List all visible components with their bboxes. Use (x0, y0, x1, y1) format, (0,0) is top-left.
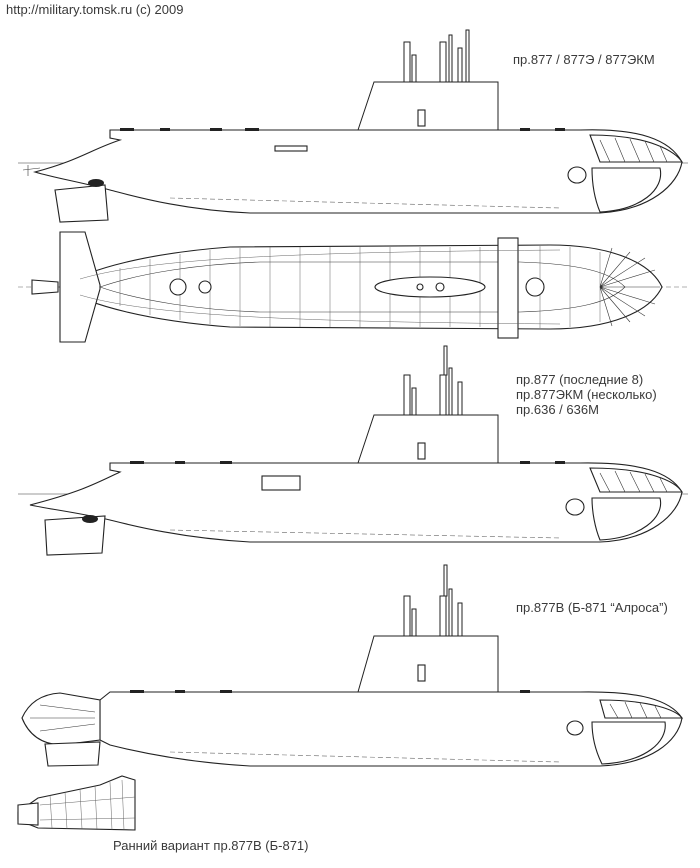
caption-line: пр.877ЭКМ (несколько) (516, 387, 657, 402)
caption-line: пр.877 (последние 8) (516, 372, 644, 387)
profile-877-late (18, 345, 688, 556)
profile-877 (18, 29, 688, 223)
caption-profile-877: пр.877 / 877Э / 877ЭКМ (513, 52, 655, 67)
caption-early-variant: Ранний вариант пр.877В (Б-871) (113, 838, 309, 853)
caption-profile-877v: пр.877В (Б-871 “Алроса”) (516, 600, 668, 615)
caption-profile-877-late: пр.877 (последние 8) пр.877ЭКМ (нескольк… (516, 372, 657, 417)
plan-view (18, 231, 688, 343)
caption-line: пр.636 / 636М (516, 402, 599, 417)
early-variant-stern (17, 775, 136, 831)
source-credit: http://military.tomsk.ru (c) 2009 (6, 2, 184, 17)
profile-877v (21, 564, 684, 767)
